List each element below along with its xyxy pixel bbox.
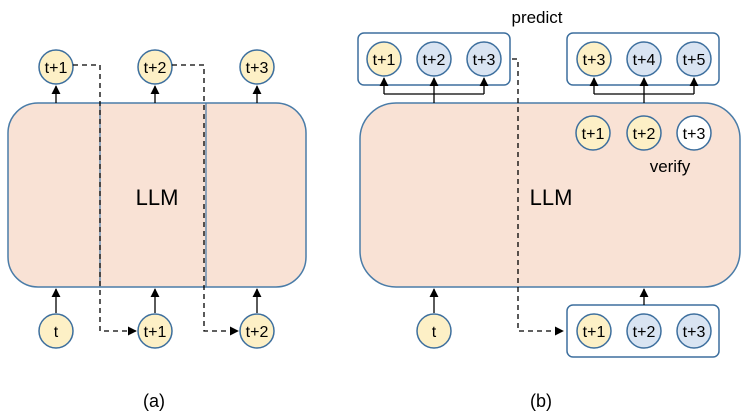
predict-label: predict	[511, 8, 562, 27]
predict-token-1-3: t+3	[466, 41, 502, 77]
verify-token-2: t+2	[626, 115, 662, 151]
input-group-token-3: t+3	[676, 313, 712, 349]
llm-label-a: LLM	[136, 185, 179, 210]
verify-token-3: t+3	[676, 115, 712, 151]
output-token-a-2: t+2	[137, 49, 173, 85]
predict-token-2-1: t+3	[576, 41, 612, 77]
input-token-a-2: t+1	[137, 313, 173, 349]
svg-text:t+1: t+1	[373, 52, 396, 69]
svg-text:t+4: t+4	[633, 52, 656, 69]
verify-label: verify	[650, 157, 691, 176]
svg-text:t+3: t+3	[246, 60, 269, 77]
svg-text:t+1: t+1	[144, 324, 167, 341]
input-token-a-3: t+2	[239, 313, 275, 349]
feedback-arrow-a-2	[172, 64, 239, 336]
predict-group-2: t+3 t+4 t+5	[566, 32, 720, 86]
svg-text:t+1: t+1	[45, 60, 68, 77]
svg-text:t+5: t+5	[683, 52, 706, 69]
svg-text:t+2: t+2	[246, 324, 269, 341]
caption-a: (a)	[143, 391, 165, 411]
svg-text:t+2: t+2	[423, 52, 446, 69]
llm-block-a	[7, 102, 307, 288]
input-token-b: t	[416, 313, 452, 349]
output-token-a-3: t+3	[239, 49, 275, 85]
svg-text:t: t	[54, 324, 59, 341]
input-group-token-2: t+2	[626, 313, 662, 349]
llm-label-b: LLM	[530, 185, 573, 210]
predict-token-1-2: t+2	[416, 41, 452, 77]
panel-b: LLM predict t+1 t+2 t+3 t+3	[357, 8, 741, 411]
predict-group-1: t+1 t+2 t+3	[357, 32, 511, 86]
svg-text:t+3: t+3	[583, 52, 606, 69]
svg-text:t+1: t+1	[583, 324, 606, 341]
svg-text:t+3: t+3	[683, 324, 706, 341]
feedback-arrow-a-1	[73, 64, 137, 336]
caption-b: (b)	[530, 391, 552, 411]
svg-text:t: t	[432, 324, 437, 341]
panel-a: LLM t+1 t+2 t+3 t t+1 t+2	[7, 49, 307, 411]
svg-text:t+3: t+3	[683, 126, 706, 143]
input-token-a-1: t	[38, 313, 74, 349]
predict-token-2-2: t+4	[626, 41, 662, 77]
svg-text:t+3: t+3	[473, 52, 496, 69]
svg-text:t+2: t+2	[633, 324, 656, 341]
svg-text:t+2: t+2	[633, 126, 656, 143]
input-group-token-1: t+1	[576, 313, 612, 349]
svg-text:t+2: t+2	[144, 60, 167, 77]
input-group-b: t+1 t+2 t+3	[566, 304, 720, 358]
verify-token-1: t+1	[575, 115, 611, 151]
predict-token-2-3: t+5	[676, 41, 712, 77]
output-token-a-1: t+1	[38, 49, 74, 85]
predict-token-1-1: t+1	[366, 41, 402, 77]
svg-text:t+1: t+1	[582, 126, 605, 143]
feedback-arrow-b	[512, 58, 564, 336]
